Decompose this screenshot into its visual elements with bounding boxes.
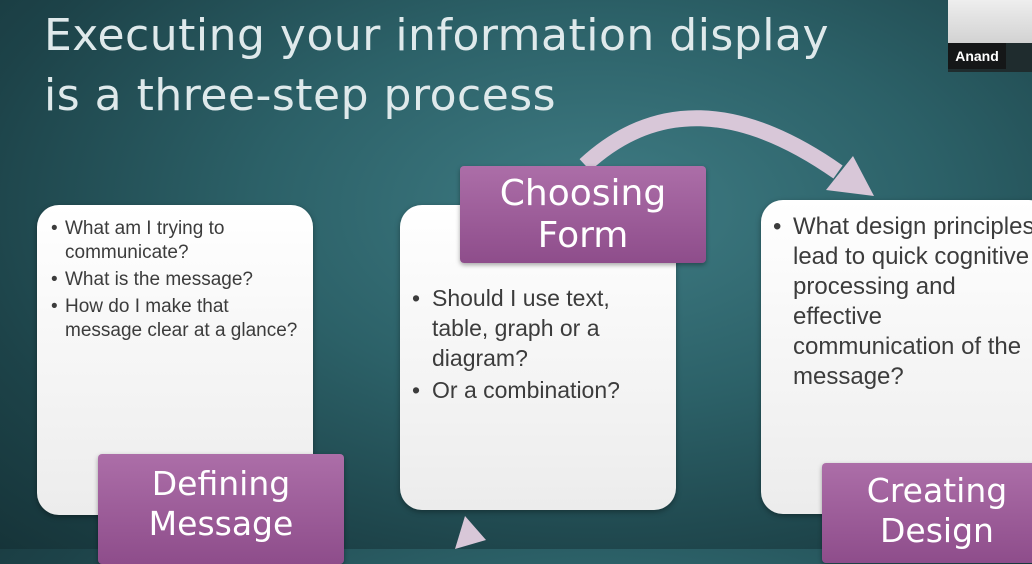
step-label-defining-message: Defining Message bbox=[98, 454, 344, 564]
step-label-creating-design: Creating Design bbox=[822, 463, 1032, 563]
bottom-arrow-head-icon bbox=[455, 516, 486, 549]
bullet-list: Should I use text, table, graph or a dia… bbox=[412, 283, 672, 407]
step-label-choosing-form: Choosing Form bbox=[460, 166, 706, 263]
slide-title-line2: is a three-step process bbox=[44, 70, 557, 121]
bullet-list: What design principles lead to quick cog… bbox=[773, 212, 1032, 392]
step-label-line1: Choosing bbox=[499, 172, 667, 214]
curved-arrow-icon bbox=[579, 110, 843, 179]
step-label-line1: Defining bbox=[151, 464, 291, 503]
bullet-item: Should I use text, table, graph or a dia… bbox=[412, 283, 672, 373]
slide-title: Executing your information display is a … bbox=[44, 6, 829, 126]
bullet-list: What am I trying to communicate? What is… bbox=[51, 217, 301, 346]
slide-title-line1: Executing your information display bbox=[44, 10, 830, 61]
bullet-item: How do I make that message clear at a gl… bbox=[51, 295, 301, 343]
step-box-creating: What design principles lead to quick cog… bbox=[761, 200, 1032, 514]
step-label-line2: Design bbox=[880, 511, 994, 550]
participant-name-tag: Anand bbox=[948, 43, 1006, 69]
bullet-item: What design principles lead to quick cog… bbox=[773, 212, 1032, 392]
arrow-head-icon bbox=[826, 156, 874, 196]
step-label-line2: Form bbox=[537, 214, 629, 256]
bullet-item: Or a combination? bbox=[412, 375, 672, 405]
flow-arrows bbox=[455, 110, 874, 549]
step-label-line1: Creating bbox=[866, 471, 1008, 510]
bullet-item: What am I trying to communicate? bbox=[51, 217, 301, 265]
step-label-line2: Message bbox=[148, 504, 294, 543]
bullet-item: What is the message? bbox=[51, 268, 301, 292]
